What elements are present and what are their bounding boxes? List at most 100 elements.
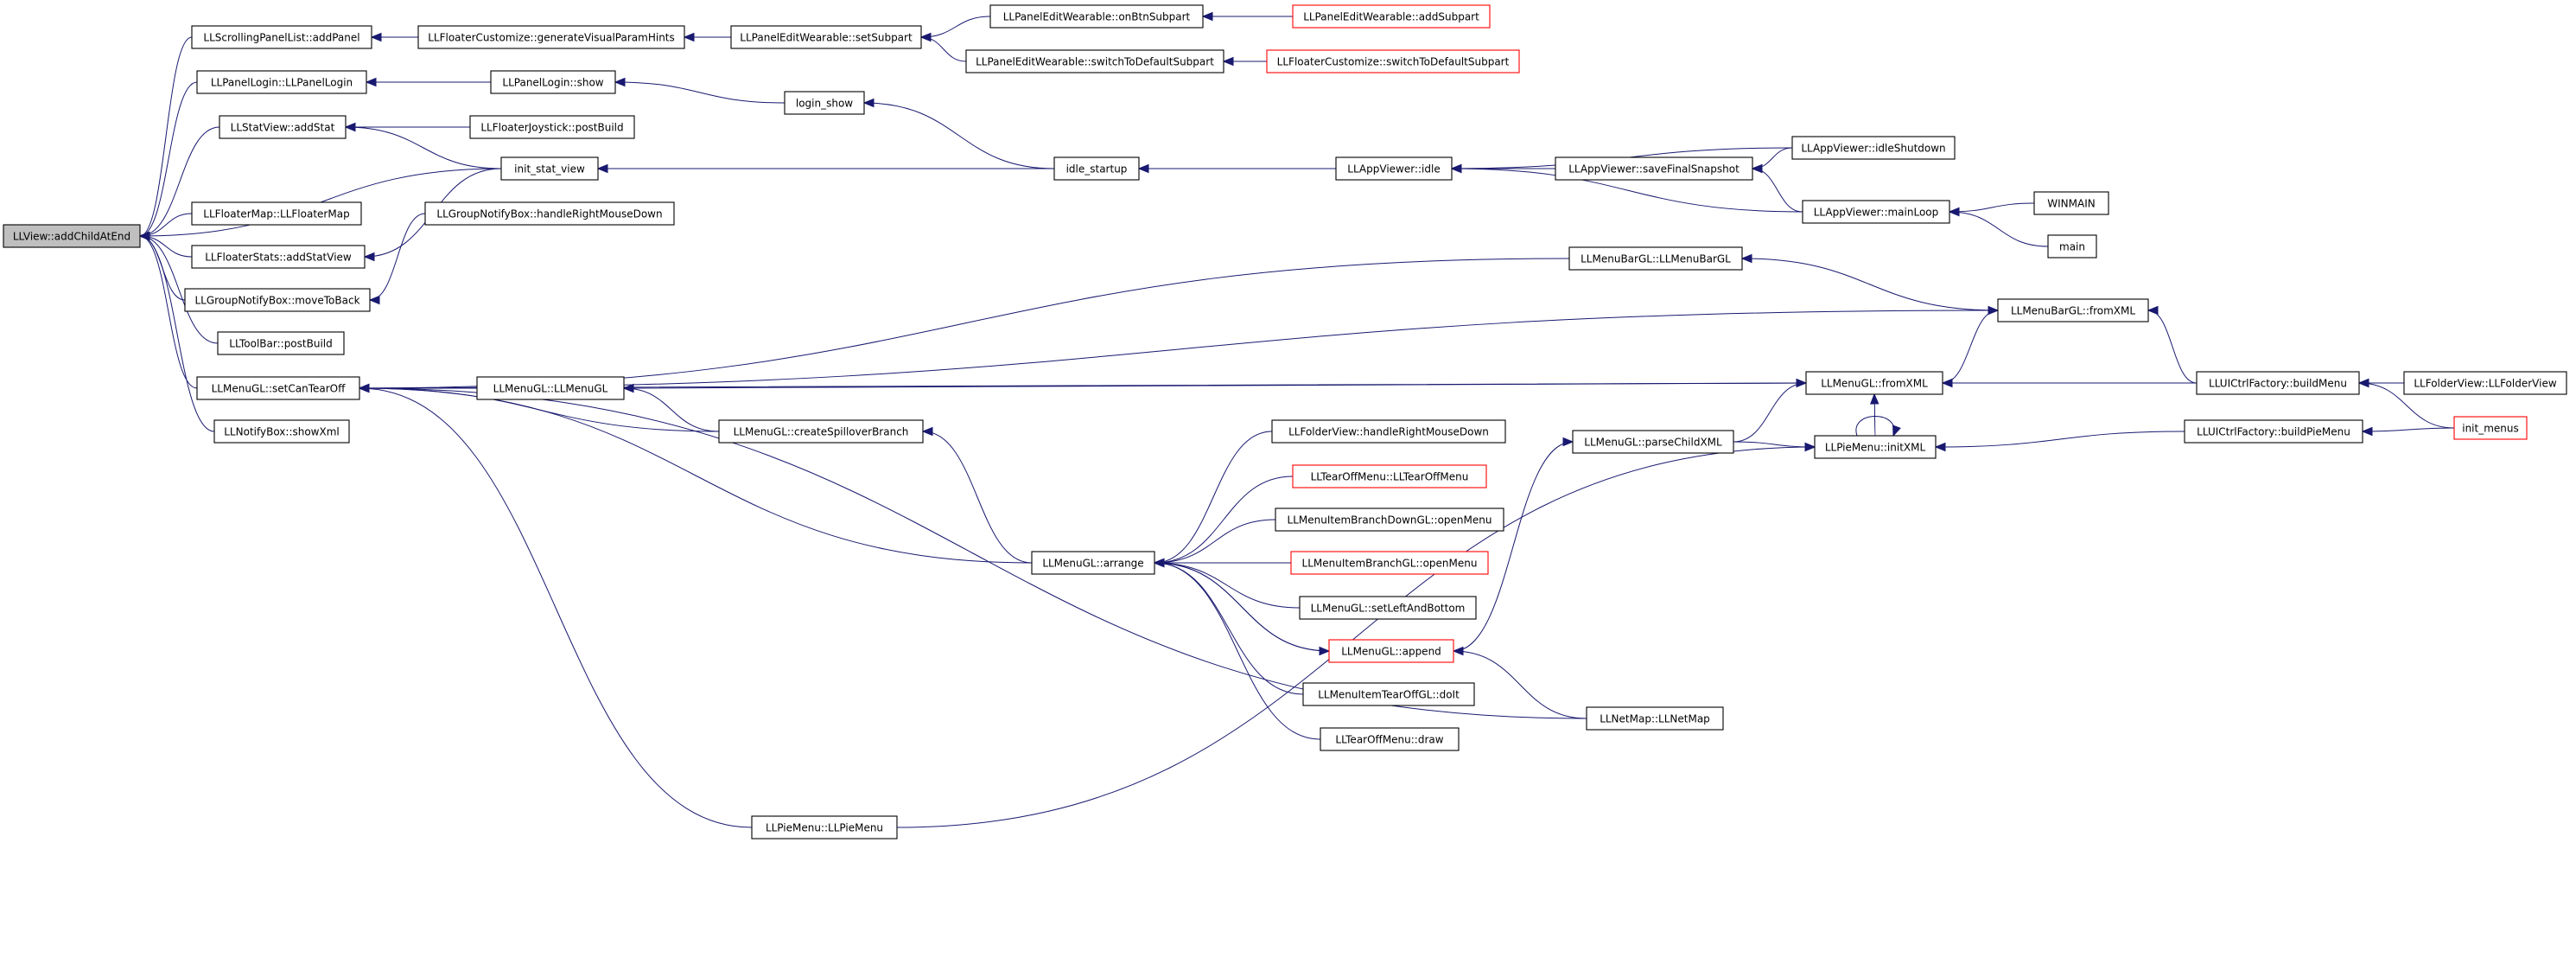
node-box (476, 376, 625, 400)
node-llfloaterjoystick-postbuild[interactable]: LLFloaterJoystick::postBuild (469, 115, 635, 139)
node-label: LLFloaterCustomize::generateVisualParamH… (428, 32, 675, 44)
node-llpiemenu-initxml[interactable]: LLPieMenu::initXML (1814, 435, 1937, 459)
edge-arrowhead (1137, 163, 1149, 174)
node-llmenuitemtearoffgl-doit[interactable]: LLMenuItemTearOffGL::doIt (1302, 682, 1475, 706)
node-winmain[interactable]: WINMAIN (2033, 191, 2109, 215)
node-box (1292, 464, 1487, 488)
node-label: LLNetMap::LLNetMap (1600, 713, 1710, 725)
edge-arrowhead (1892, 425, 1901, 437)
node-box (3, 224, 141, 248)
node-box (196, 376, 360, 400)
node-llnotifybox-showxml[interactable]: LLNotifyBox::showXml (213, 419, 350, 444)
edge-arrowhead (862, 98, 875, 108)
node-llgroupnotifybox-movetoback[interactable]: LLGroupNotifyBox::moveToBack (184, 288, 371, 312)
edge-arrowhead (2357, 378, 2369, 388)
node-llmenuitembranchdowngl-openmenu[interactable]: LLMenuItemBranchDownGL::openMenu (1275, 508, 1504, 532)
node-box (1791, 136, 1956, 160)
node-lluictrlfactory-buildpiemenu[interactable]: LLUICtrlFactory::buildPieMenu (2184, 419, 2363, 444)
edge-llmenugl-arrange-to-llmenugl-setcantearoff (358, 383, 1033, 564)
node-llmenugl-setleftandbottom[interactable]: LLMenuGL::setLeftAndBottom (1299, 596, 1477, 620)
edge-llpaneleditwearable-setsubpart-to-llfloatercustomize-generatevisualparamhints (683, 32, 731, 42)
node-llpiemenu-llpiemenu[interactable]: LLPieMenu::LLPieMenu (751, 815, 898, 840)
edge-init-menus-to-lluictrlfactory-buildpiemenu (2361, 426, 2455, 437)
edge-arrowhead (1934, 442, 1946, 452)
node-label: LLMenuBarGL::LLMenuBarGL (1581, 253, 1731, 265)
node-label: LLMenuGL::arrange (1042, 558, 1143, 570)
node-llview-addchildatend[interactable]: LLView::addChildAtEnd (3, 224, 141, 248)
edge-arrowhead (1869, 393, 1880, 405)
node-box (965, 49, 1224, 73)
node-llmenuitembranchgl-openmenu[interactable]: LLMenuItemBranchGL::openMenu (1290, 551, 1489, 575)
node-llfloatercustomize-generatevisualparamhints[interactable]: LLFloaterCustomize::generateVisualParamH… (417, 25, 685, 49)
edge-llmenugl-fromxml-to-llmenugl-llmenugl (622, 382, 1807, 393)
node-box (1814, 435, 1937, 459)
node-llfloaterstats-addstatview[interactable]: LLFloaterStats::addStatView (191, 245, 366, 269)
node-llpanellogin-show[interactable]: LLPanelLogin::show (490, 70, 616, 94)
node-llmenugl-createspilloverbranch[interactable]: LLMenuGL::createSpilloverBranch (718, 419, 924, 444)
node-llmenugl-append[interactable]: LLMenuGL::append (1328, 639, 1454, 663)
node-llpaneleditwearable-onbtnsubpart[interactable]: LLPanelEditWearable::onBtnSubpart (989, 4, 1204, 29)
node-llmenubargl-fromxml[interactable]: LLMenuBarGL::fromXML (1997, 298, 2149, 322)
node-label: init_stat_view (514, 163, 585, 176)
node-llmenugl-arrange[interactable]: LLMenuGL::arrange (1031, 551, 1155, 575)
node-llpaneleditwearable-addsubpart[interactable]: LLPanelEditWearable::addSubpart (1292, 4, 1491, 29)
node-llmenugl-fromxml[interactable]: LLMenuGL::fromXML (1805, 371, 1943, 395)
edge-main-to-llappviewer-mainloop (1948, 207, 2049, 247)
node-main[interactable]: main (2047, 234, 2097, 259)
edge-line (1453, 441, 1574, 652)
node-llappviewer-savefinalsnapshot[interactable]: LLAppViewer::saveFinalSnapshot (1555, 156, 1753, 181)
edge-llmenugl-append-to-llmenugl-parsechildxml (1453, 437, 1574, 652)
edge-line (1154, 562, 1301, 609)
node-login-show[interactable]: login_show (784, 91, 865, 115)
node-llfolderview-llfolderview[interactable]: LLFolderView::LLFolderView (2403, 371, 2567, 395)
node-llappviewer-idle[interactable]: LLAppViewer::idle (1335, 156, 1453, 181)
edge-llpiemenu-initxml-to-llpiemenu-initxml (1855, 416, 1901, 437)
node-label: LLScrollingPanelList::addPanel (203, 32, 359, 44)
node-llnetmap-llnetmap[interactable]: LLNetMap::LLNetMap (1586, 706, 1724, 731)
edge-line (1752, 147, 1793, 169)
node-llappviewer-mainloop[interactable]: LLAppViewer::mainLoop (1802, 200, 1950, 224)
node-llfloatermap-llfloatermap[interactable]: LLFloaterMap::LLFloaterMap (191, 201, 362, 226)
node-llstatview-addstat[interactable]: LLStatView::addStat (219, 115, 347, 139)
node-label: LLView::addChildAtEnd (13, 231, 130, 243)
node-label: WINMAIN (2047, 198, 2095, 210)
edge-line (1154, 562, 1304, 695)
node-box (2184, 419, 2363, 444)
node-llpaneleditwearable-setsubpart[interactable]: LLPanelEditWearable::setSubpart (730, 25, 922, 49)
node-llfloatercustomize-switchtodefaultsubpart[interactable]: LLFloaterCustomize::switchToDefaultSubpa… (1266, 49, 1520, 73)
node-llmenugl-llmenugl[interactable]: LLMenuGL::LLMenuGL (476, 376, 625, 400)
edge-line (139, 235, 198, 389)
node-init-stat-view[interactable]: init_stat_view (500, 156, 599, 181)
edge-idle-startup-to-init-stat-view (596, 163, 1054, 174)
edge-llscrollingpanellist-addpanel-to-llview-addchildatend (138, 36, 193, 241)
node-lluictrlfactory-buildmenu[interactable]: LLUICtrlFactory::buildMenu (2196, 371, 2360, 395)
edge-llgroupnotifybox-movetoback-to-llview-addchildatend (138, 231, 186, 301)
node-llfolderview-handlerightmousedown[interactable]: LLFolderView::handleRightMouseDown (1271, 419, 1506, 444)
edge-line (139, 235, 215, 432)
node-lltearoffmenu-draw[interactable]: LLTearOffMenu::draw (1320, 727, 1460, 751)
edge-arrowhead (368, 295, 380, 305)
node-label: LLPanelEditWearable::setSubpart (740, 32, 913, 44)
node-label: LLMenuItemTearOffGL::doIt (1318, 689, 1460, 701)
edge-arrowhead (1948, 207, 1960, 217)
node-llpaneleditwearable-switchtodefaultsubpart[interactable]: LLPanelEditWearable::switchToDefaultSubp… (965, 49, 1224, 73)
node-idle-startup[interactable]: idle_startup (1053, 156, 1140, 181)
node-llmenubargl-llmenubargl[interactable]: LLMenuBarGL::LLMenuBarGL (1568, 246, 1743, 271)
node-llpanellogin-llpanellogin[interactable]: LLPanelLogin::LLPanelLogin (196, 70, 367, 94)
node-llmenugl-setcantearoff[interactable]: LLMenuGL::setCanTearOff (196, 376, 360, 400)
edge-arrowhead (1452, 646, 1464, 656)
edge-line (359, 258, 1570, 389)
node-box (191, 201, 362, 226)
node-llgroupnotifybox-handlerightmousedown[interactable]: LLGroupNotifyBox::handleRightMouseDown (424, 201, 675, 226)
node-llscrollingpanellist-addpanel[interactable]: LLScrollingPanelList::addPanel (191, 25, 372, 49)
edge-llgroupnotifybox-handlerightmousedown-to-llgroupnotifybox-movetoback (368, 213, 426, 305)
edge-line (369, 213, 426, 301)
node-lltearoffmenu-lltearoffmenu[interactable]: LLTearOffMenu::LLTearOffMenu (1292, 464, 1487, 488)
edge-llnetmap-llnetmap-to-llmenugl-append (1452, 646, 1587, 719)
node-box (1555, 156, 1753, 181)
node-llmenugl-parsechildxml[interactable]: LLMenuGL::parseChildXML (1572, 430, 1734, 454)
node-init-menus[interactable]: init_menus (2453, 416, 2528, 440)
node-lltoolbar-postbuild[interactable]: LLToolBar::postBuild (217, 331, 345, 355)
node-llappviewer-idleshutdown[interactable]: LLAppViewer::idleShutdown (1791, 136, 1956, 160)
node-label: LLMenuBarGL::fromXML (2011, 305, 2135, 317)
